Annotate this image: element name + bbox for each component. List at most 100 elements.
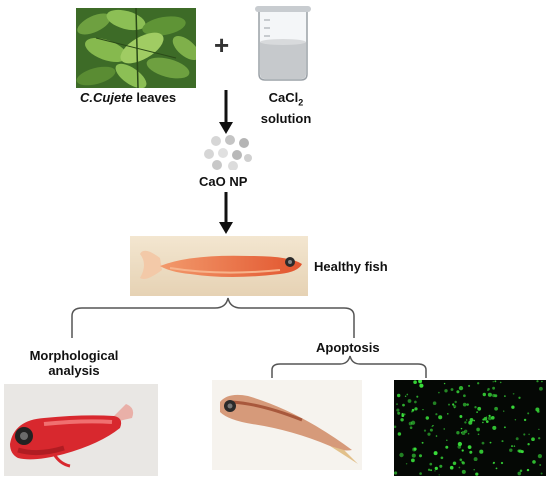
fluorescent-cell [499,381,502,384]
fluorescent-cell [467,432,470,435]
fluorescent-cell [413,380,417,384]
fluorescent-cell [449,465,454,470]
healthy-fish-photo [130,236,308,296]
fluorescent-cell [403,413,406,416]
fluorescent-cell [469,450,473,454]
fluorescent-cell [475,472,479,476]
leaves-photo [76,8,196,88]
fluorescent-cell [526,468,530,472]
fluorescent-cell [429,462,433,466]
fluorescent-cell [488,414,491,417]
fluorescent-cell [514,418,517,421]
fluorescent-cell [461,449,464,452]
fluorescent-cell [414,400,417,404]
fluorescent-cell [414,407,418,411]
morph-line-2: analysis [48,363,100,378]
fluorescent-cell [517,471,522,476]
fluorescent-cell [466,419,468,421]
fluorescent-cell [492,425,497,430]
fluorescent-cell [419,472,422,475]
fluorescent-cell [433,451,438,456]
fluorescent-cell [457,445,462,449]
leaves-word: leaves [132,90,177,105]
fluorescent-cell [492,381,494,383]
fluorescent-cell [482,421,484,424]
fluorescent-cell [438,474,440,476]
fluorescent-cell [452,403,455,406]
fluorescent-cell [539,464,542,466]
morphological-analysis-label: Morphological analysis [22,348,126,378]
fluorescent-cell [394,425,397,429]
fluorescent-cell [463,394,466,398]
fluorescent-cell [432,401,437,405]
fluorescent-cell [477,406,482,411]
fluorescent-cell [434,466,438,471]
apoptosis-fish-photo [212,380,362,470]
fluorescent-cell [540,472,543,475]
fluorescent-cell [419,383,422,386]
fluorescent-cell [492,462,495,465]
fluorescent-cell [518,396,521,399]
fluorescent-cell [511,445,513,448]
fluorescent-cell [527,443,530,446]
fluorescent-cell [487,389,489,392]
fluorescent-cell [460,432,463,434]
fluorescent-cell [503,426,506,429]
fluorescent-cell [443,428,445,430]
fluorescent-cell [461,460,464,464]
fluorescent-cell [489,441,492,444]
fluorescent-cell [504,395,506,397]
fluorescent-cell [452,461,457,465]
fluorescent-cell [425,416,429,420]
fluorescent-cell [536,380,539,383]
fluorescent-cell [416,395,419,398]
fluorescent-cell [418,380,423,384]
fluorescent-cell [492,393,496,398]
fluorescent-cell [459,458,463,462]
fluorescent-cell [440,456,444,460]
fluorescent-cell [511,405,515,409]
fluorescent-cell [396,403,398,405]
fluorescent-cell [438,391,440,394]
morph-line-1: Morphological [29,348,119,363]
fluorescent-cell [477,382,480,385]
fluorescent-cell [473,419,475,422]
fluorescent-cell [396,408,400,412]
fluorescent-cell [435,435,438,437]
fluorescent-cell [397,411,401,415]
fluorescent-cell [396,393,401,398]
fluorescent-cell [473,457,478,462]
fluorescent-cell [411,411,413,413]
fluorescent-cell [473,468,475,471]
fluorescent-cell [439,464,443,468]
plus-sign: + [214,30,230,60]
fluorescent-cell [402,403,405,407]
fluorescent-cell [404,395,407,397]
fluorescent-cell [515,437,519,441]
apoptosis-label: Apoptosis [316,340,380,355]
fluorescent-cell [535,407,540,412]
fluorescent-cell [406,393,409,396]
fluorescent-cell [479,449,484,454]
fluorescent-cell [485,420,489,423]
arrow-1-head [219,122,233,134]
fluorescent-cell [454,400,457,404]
fluorescent-cell [400,418,404,422]
fluorescent-cell [407,399,412,403]
cacl2-subscript: 2 [298,97,304,108]
fluorescent-cell [411,453,416,458]
fluorescent-cell [523,418,527,422]
fluorescent-cell [422,408,424,411]
cacl2-solution: solution [260,110,312,126]
fluorescent-cell [399,452,404,458]
fluorescent-cell [458,385,464,391]
fluorescent-cell [466,403,469,406]
apoptosis-bracket [271,355,427,378]
fluorescent-cell [518,449,522,453]
cao-np-label: CaO NP [199,174,248,189]
fluorescent-cell [456,390,460,394]
fluorescent-cell [413,447,417,451]
fluorescent-cell [481,441,485,445]
fluorescent-cell [538,428,540,431]
